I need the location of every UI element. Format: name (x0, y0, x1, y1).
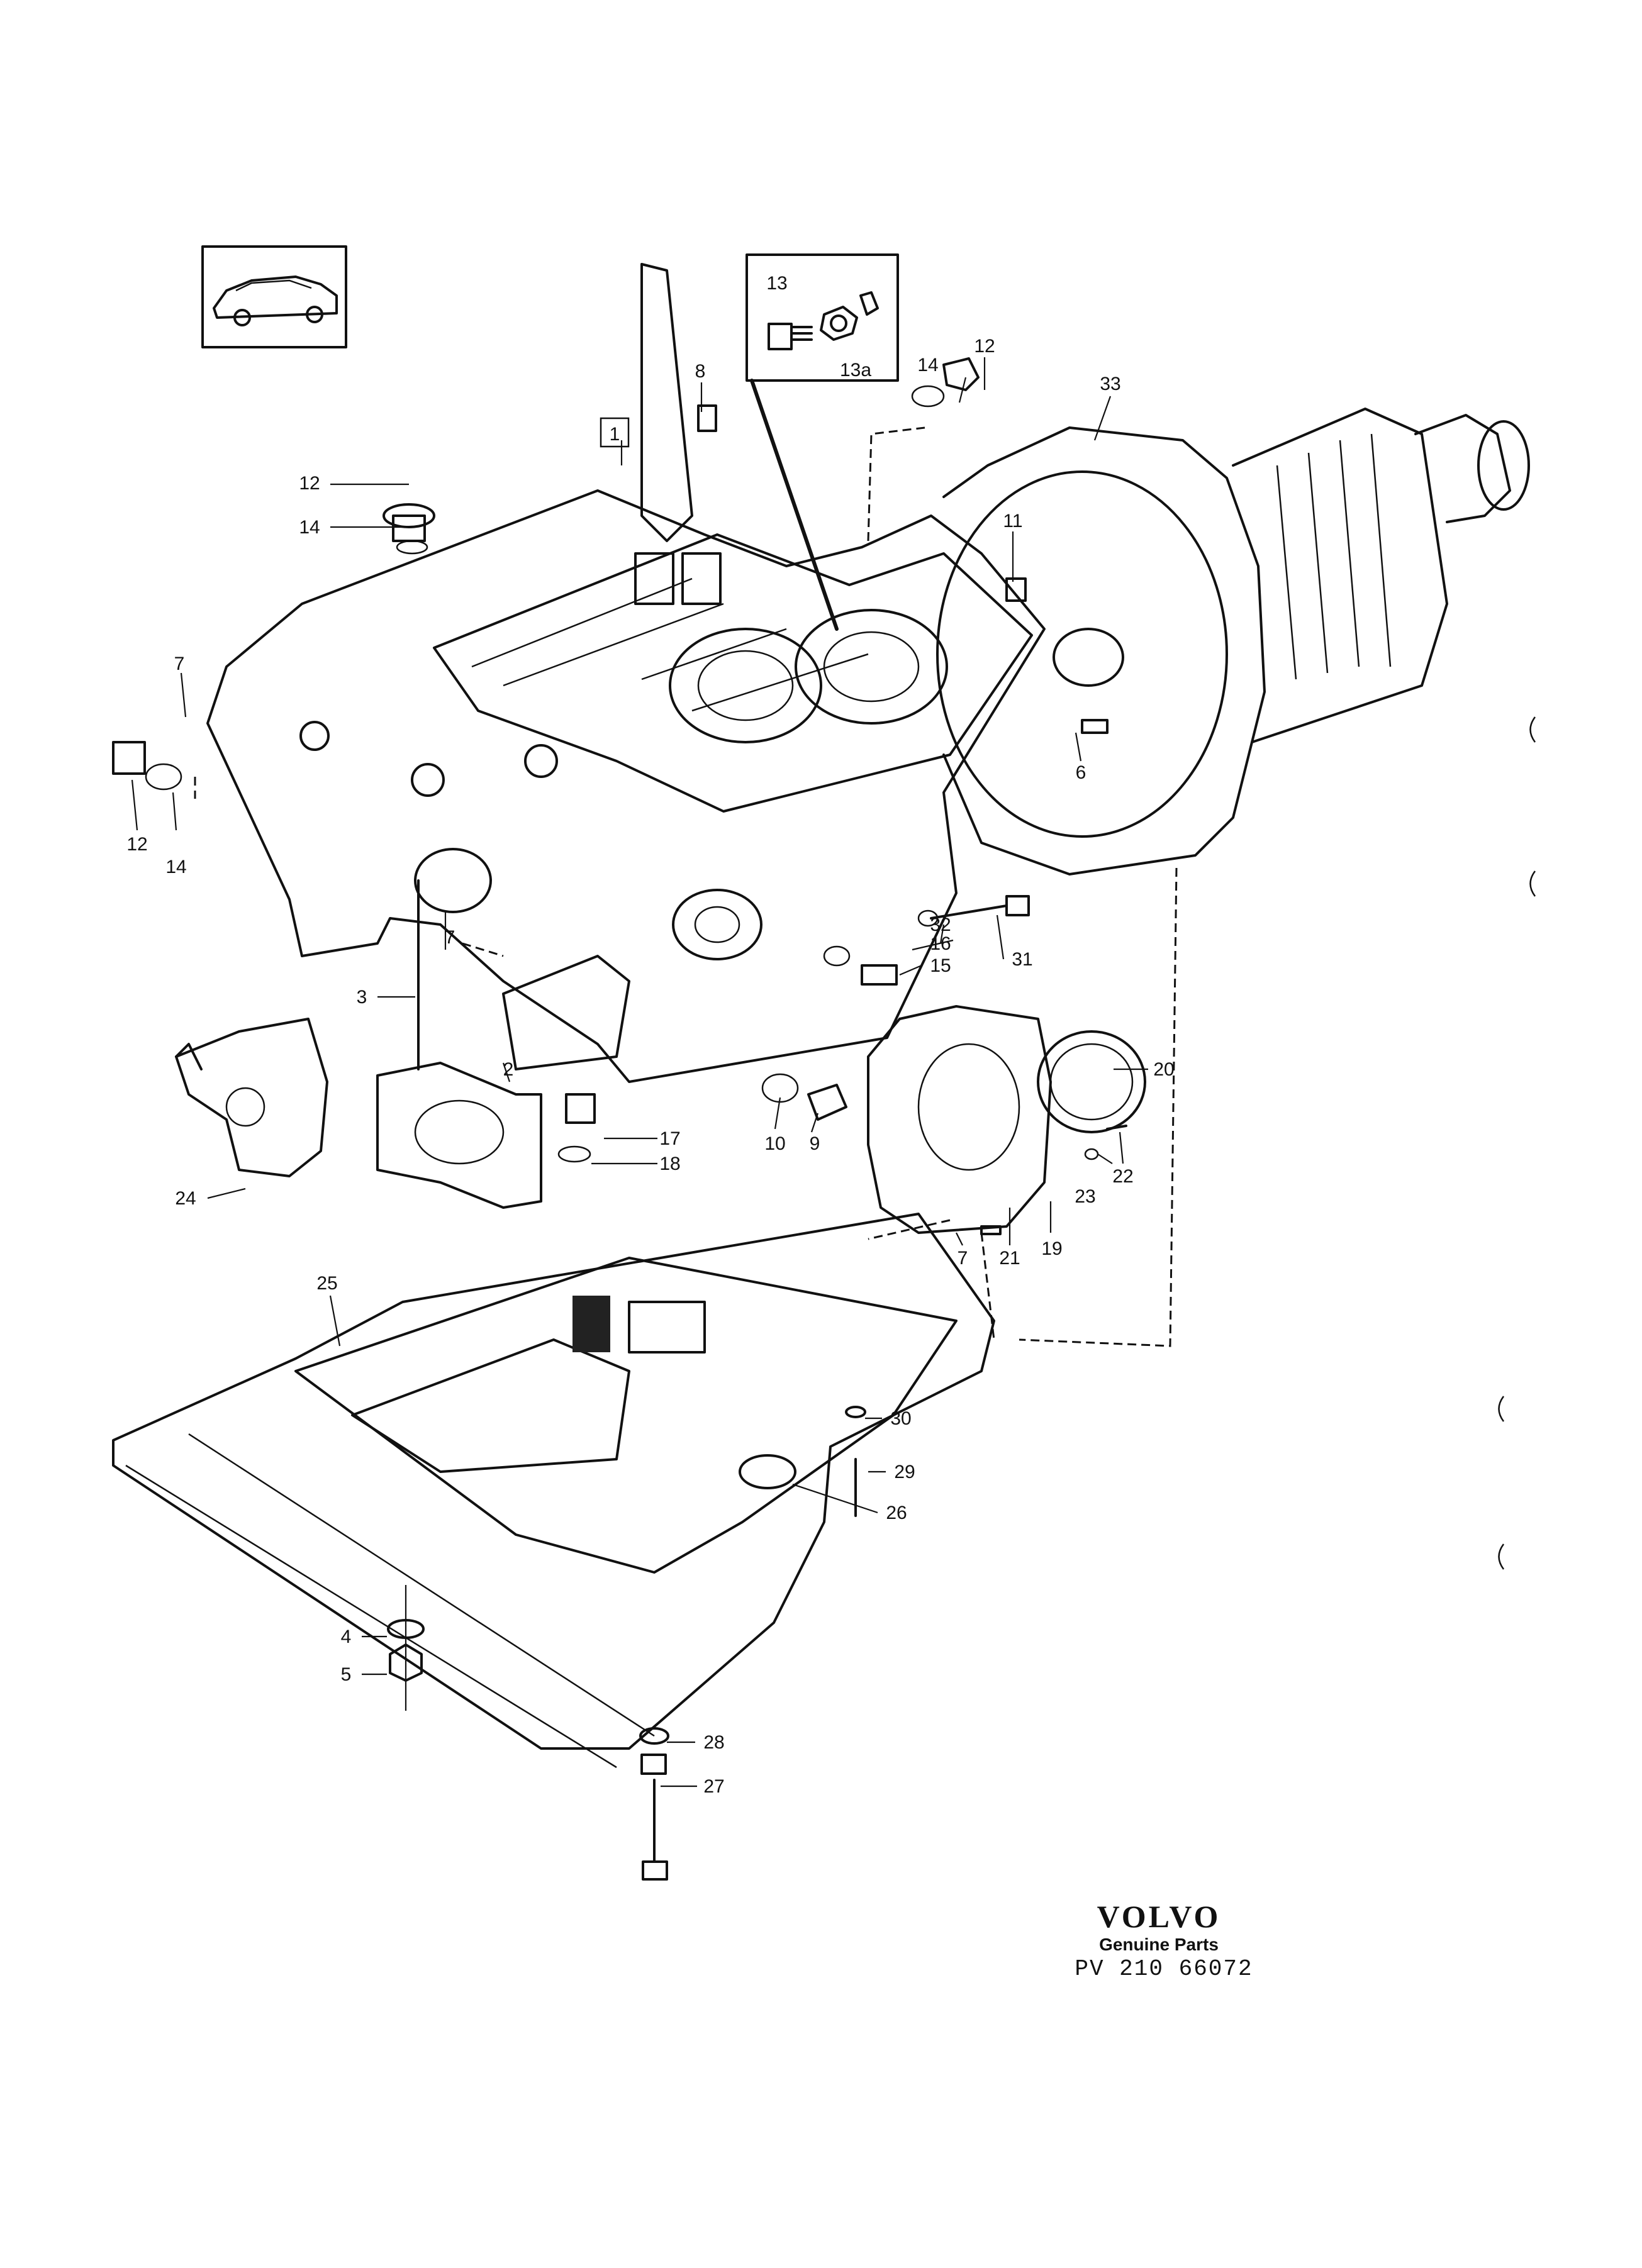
callout-6: 6 (1076, 762, 1086, 783)
inset-box-13 (746, 253, 899, 382)
callout-3: 3 (357, 987, 367, 1008)
volvo-logo: VOLVO (1097, 1899, 1221, 1934)
callout-5: 5 (341, 1664, 352, 1685)
leader-lines (131, 357, 1148, 1787)
rear-seal-carrier (867, 1005, 1146, 1234)
alignment-lines (194, 379, 1178, 1347)
callout-10: 10 (764, 1133, 785, 1154)
callout-23: 23 (1075, 1186, 1095, 1207)
engine-block (206, 263, 1046, 1083)
main-bearing-cap (376, 1062, 542, 1209)
callout-20: 20 (1153, 1059, 1174, 1080)
callout-7a: 7 (174, 653, 185, 674)
callout-13a: 13a (840, 360, 871, 381)
callout-16: 16 (930, 933, 951, 954)
brand-subtitle: Genuine Parts (1099, 1935, 1219, 1954)
callout-26: 26 (886, 1503, 907, 1523)
callouts: 1 2 3 4 5 6 7 7 7 8 9 10 11 12 12 12 13 … (126, 273, 1174, 1797)
oil-pump-cover (175, 1018, 328, 1177)
callout-33: 33 (1100, 374, 1120, 394)
callout-13: 13 (766, 273, 787, 294)
callout-11: 11 (1003, 511, 1022, 531)
callout-12c: 12 (974, 336, 995, 357)
callout-14c: 14 (917, 355, 938, 375)
callout-17: 17 (659, 1128, 680, 1149)
callout-12b: 12 (126, 834, 147, 855)
callout-4: 4 (341, 1626, 352, 1647)
car-thumbnail-icon (201, 245, 347, 348)
scan-edge-marks (1498, 716, 1536, 1570)
callout-27: 27 (703, 1776, 724, 1797)
callout-25: 25 (316, 1273, 337, 1294)
callout-15: 15 (930, 955, 951, 976)
callout-1: 1 (610, 424, 620, 445)
transmission (936, 408, 1530, 876)
callout-21: 21 (999, 1248, 1020, 1269)
callout-28: 28 (703, 1732, 724, 1753)
callout-32: 32 (930, 914, 951, 935)
callout-14b: 14 (165, 857, 186, 877)
callout-7c: 7 (958, 1248, 968, 1269)
callout-29: 29 (894, 1462, 915, 1482)
diagram-code: PV 210 66072 (1075, 1956, 1253, 1982)
callout-9: 9 (810, 1133, 820, 1154)
callout-22: 22 (1112, 1166, 1133, 1187)
callout-8: 8 (695, 361, 706, 382)
callout-2: 2 (503, 1059, 514, 1080)
callout-31: 31 (1012, 949, 1032, 970)
callout-30: 30 (890, 1408, 911, 1429)
callout-12a: 12 (299, 473, 320, 494)
callout-19: 19 (1041, 1238, 1062, 1259)
callout-14a: 14 (299, 517, 320, 538)
callout-24: 24 (175, 1188, 196, 1209)
small-parts (112, 357, 1127, 1881)
callout-7b: 7 (445, 927, 455, 948)
callout-18: 18 (659, 1153, 680, 1174)
oil-pan (112, 1213, 995, 1769)
